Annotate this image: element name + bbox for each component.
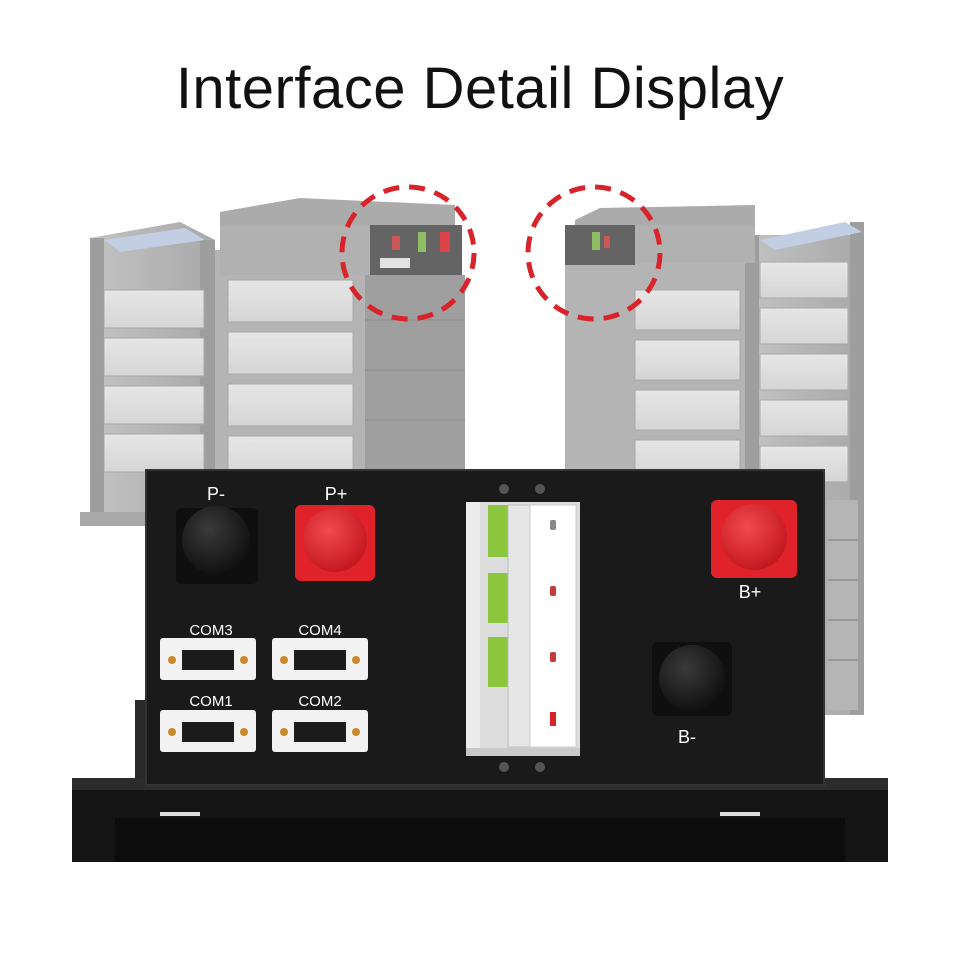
b-plus-label: B+ [739,582,762,602]
com2-label: COM2 [298,693,341,710]
b-minus-connector: B- [652,642,732,747]
com1-label: COM1 [189,693,232,710]
com2-port: COM2 [272,693,368,752]
p-plus-connector: P+ [295,484,375,581]
highlight-circle-left [339,184,477,322]
b-minus-label: B- [678,727,696,747]
com4-port: COM4 [272,622,368,680]
p-plus-label: P+ [325,484,348,504]
circuit-breaker [466,484,580,772]
highlight-circle-right [525,184,663,322]
page-title: Interface Detail Display [175,56,785,121]
p-minus-label: P- [207,484,225,504]
com1-port: COM1 [160,693,256,752]
com3-port: COM3 [160,622,256,680]
p-minus-connector: P- [176,484,258,584]
com4-label: COM4 [298,622,341,639]
com3-label: COM3 [189,622,232,639]
b-plus-connector: B+ [711,500,797,602]
